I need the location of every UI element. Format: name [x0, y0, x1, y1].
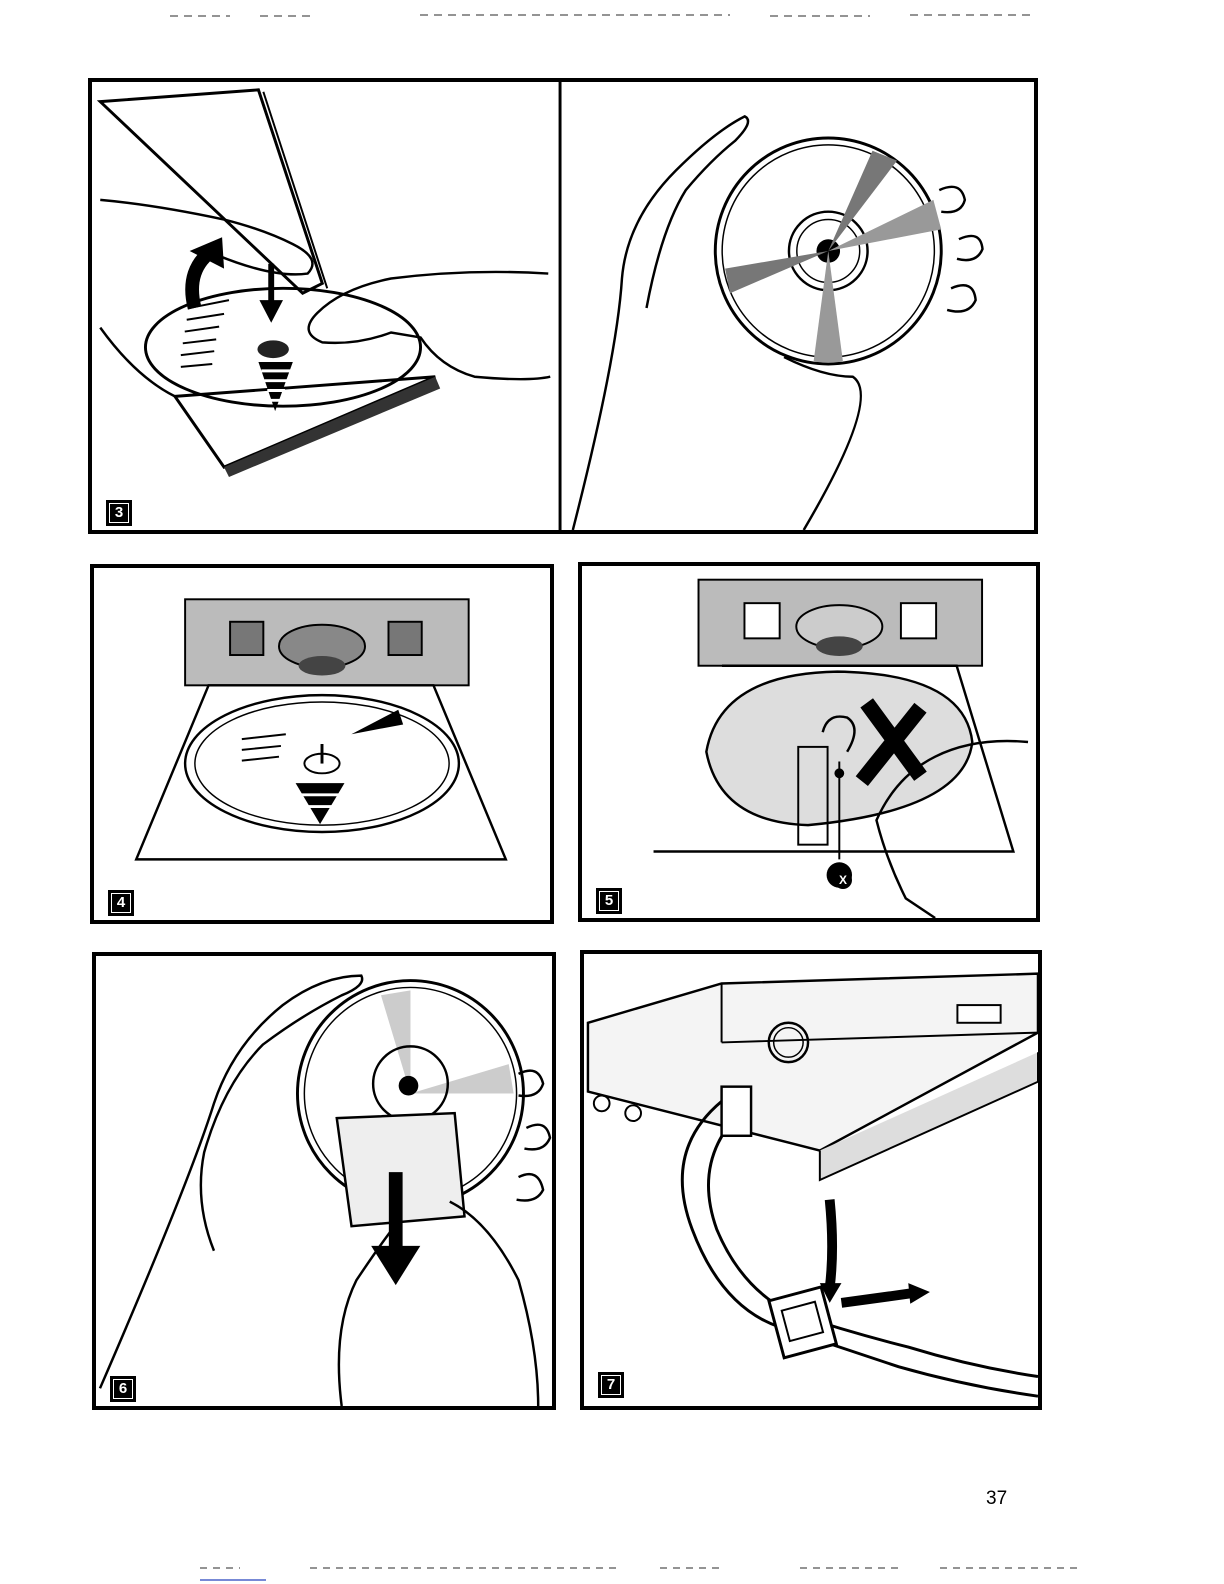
step-badge-7: 7: [598, 1372, 624, 1398]
step-badge-5: 5: [596, 888, 622, 914]
figure-6-illustration: [96, 956, 552, 1406]
figure-7-panel: 7: [580, 950, 1042, 1410]
figure-4-panel: 4: [90, 564, 554, 924]
figure-5-illustration: [582, 566, 1036, 918]
figure-3-panel: 3: [88, 78, 1038, 534]
step-badge-4: 4: [108, 890, 134, 916]
figure-3-illustration: [92, 82, 1034, 530]
figure-6-panel: 6: [92, 952, 556, 1410]
step-badge-6: 6: [110, 1376, 136, 1402]
page-number: 37: [986, 1488, 1007, 1510]
inset-marker-x: X: [834, 871, 852, 889]
scan-artifact-top: [170, 12, 1050, 20]
figure-7-illustration: [584, 954, 1038, 1406]
step-badge-3: 3: [106, 500, 132, 526]
scan-artifact-bottom: [200, 1562, 1080, 1582]
figure-4-illustration: [94, 568, 550, 920]
figure-5-panel: X 5: [578, 562, 1040, 922]
